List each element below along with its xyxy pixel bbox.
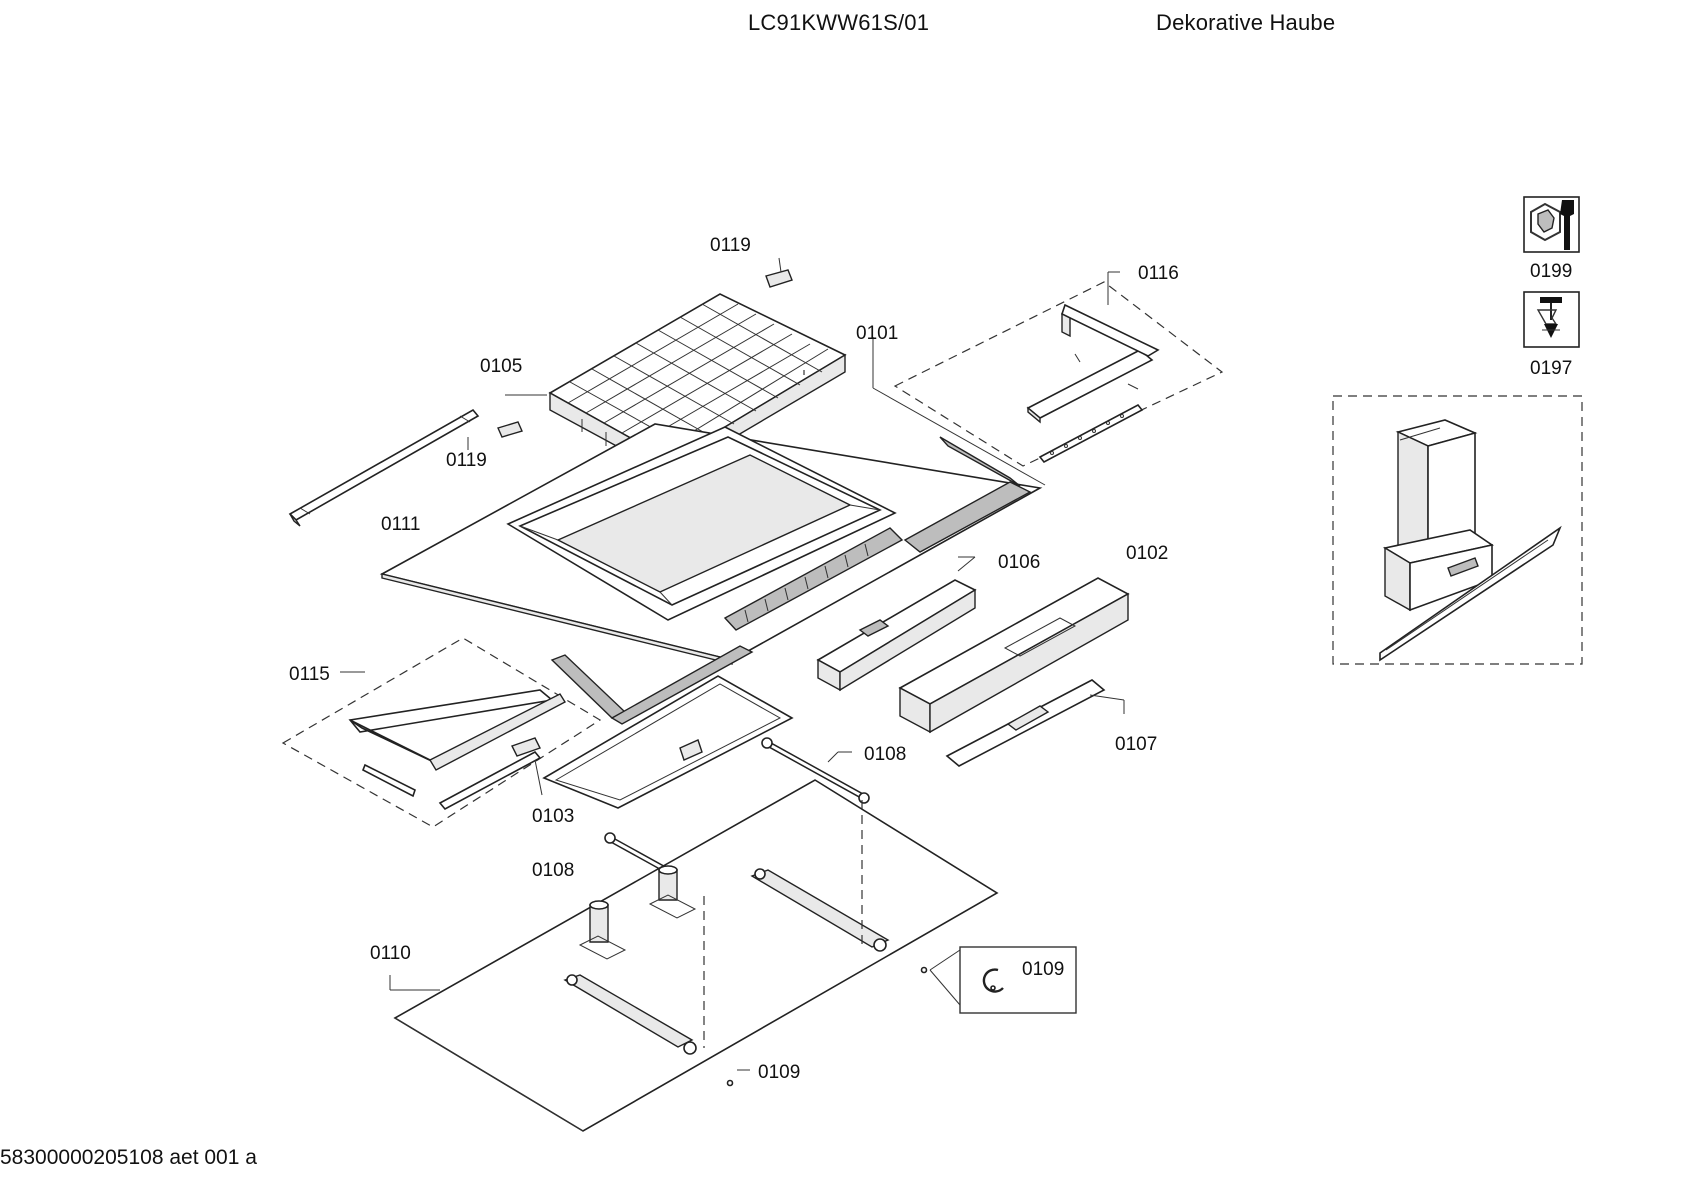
part-0106-electronic-module[interactable] bbox=[816, 579, 977, 692]
part-0110-front-glass[interactable] bbox=[393, 370, 999, 1132]
callout-0199: 0199 bbox=[1530, 261, 1572, 282]
leader-lines bbox=[340, 271, 1125, 1071]
callout-0109-bottom: 0109 bbox=[758, 1062, 800, 1083]
part-0109-screw-small[interactable] bbox=[726, 966, 928, 1087]
detail-0109-clip-box bbox=[929, 946, 1077, 1014]
part-rail-left[interactable] bbox=[288, 408, 480, 527]
callout-0101: 0101 bbox=[856, 323, 898, 344]
part-0102-duct-cover[interactable] bbox=[898, 577, 1130, 734]
callout-0106: 0106 bbox=[998, 552, 1040, 573]
callout-0108-lower: 0108 bbox=[532, 860, 574, 881]
part-0103-seal-frame[interactable] bbox=[542, 675, 794, 809]
callout-0110: 0110 bbox=[370, 943, 411, 964]
part-0116-kit[interactable] bbox=[893, 281, 1224, 467]
callout-0109-box: 0109 bbox=[1022, 959, 1064, 980]
callout-labels: 0119 0116 0101 0105 0119 0111 0106 0102 … bbox=[289, 235, 1572, 1083]
document-code: 58300000205108 aet 001 a bbox=[0, 1146, 257, 1169]
part-0111-glass-panel[interactable] bbox=[379, 423, 1043, 725]
model-number: LC91KWW61S/01 bbox=[748, 10, 930, 35]
callout-0103: 0103 bbox=[532, 806, 574, 827]
part-0119-clip-left[interactable] bbox=[497, 421, 523, 438]
callout-0102: 0102 bbox=[1126, 543, 1168, 564]
product-description: Dekorative Haube bbox=[1156, 10, 1336, 35]
callout-0197: 0197 bbox=[1530, 358, 1572, 379]
callout-0119-top: 0119 bbox=[710, 235, 751, 256]
callout-0116: 0116 bbox=[1138, 263, 1179, 284]
wrench-nut-icon bbox=[1523, 196, 1580, 253]
callout-0115: 0115 bbox=[289, 664, 330, 685]
screw-icon bbox=[1523, 291, 1580, 348]
callout-0119-left: 0119 bbox=[446, 450, 487, 471]
callout-0105: 0105 bbox=[480, 356, 522, 377]
part-0108-gas-strut-upper[interactable] bbox=[761, 737, 870, 804]
hood-overview-icon bbox=[1332, 395, 1583, 665]
part-0115-kit[interactable] bbox=[281, 637, 602, 828]
callout-0108-upper: 0108 bbox=[864, 744, 906, 765]
callout-0111: 0111 bbox=[381, 514, 420, 535]
part-0107-strip[interactable] bbox=[945, 679, 1106, 767]
part-0119-clip-top[interactable] bbox=[765, 257, 793, 288]
callout-0107: 0107 bbox=[1115, 734, 1157, 755]
